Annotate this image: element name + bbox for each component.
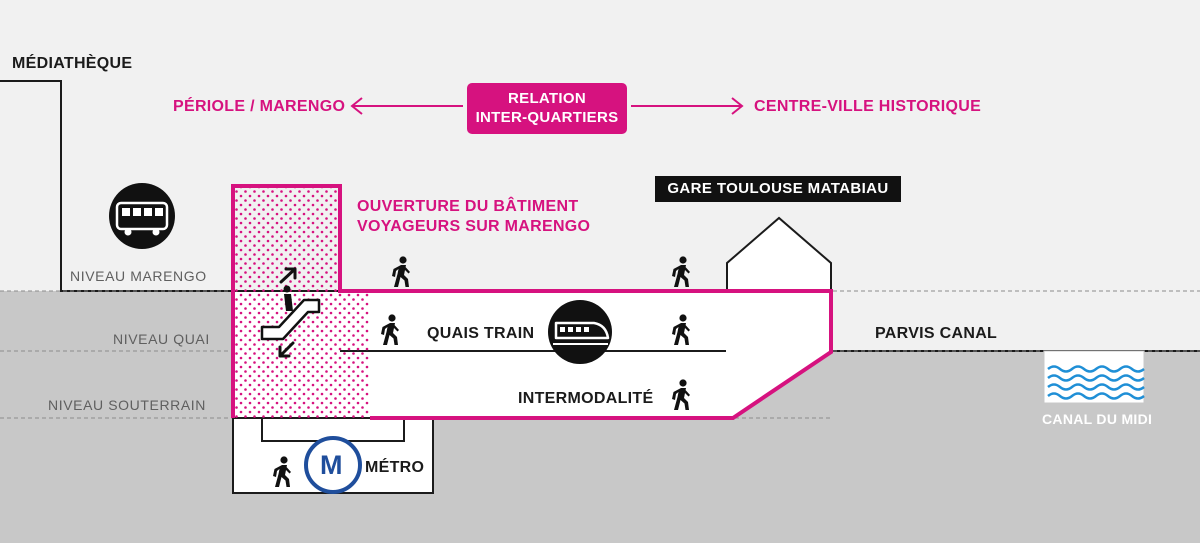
relation-line-2: INTER-QUARTIERS — [475, 109, 619, 126]
arrow-right-icon — [631, 97, 744, 115]
niveau-marengo-label: NIVEAU MARENGO — [70, 268, 207, 284]
canal-du-midi-label: CANAL DU MIDI — [1042, 411, 1153, 427]
ouverture-line-2: VOYAGEURS SUR MARENGO — [357, 218, 591, 235]
canal-side-sky — [831, 260, 1200, 351]
mediatheque-label: MÉDIATHÈQUE — [12, 55, 133, 72]
metro-logo-letter: M — [320, 450, 343, 480]
opening-outline — [231, 184, 833, 420]
gare-building-outline — [726, 216, 832, 291]
metro-icon — [304, 436, 362, 494]
niveau-souterrain-label: NIVEAU SOUTERRAIN — [48, 397, 206, 413]
parvis-canal-label: PARVIS CANAL — [875, 325, 998, 342]
periole-label: PÉRIOLE / MARENGO — [173, 98, 346, 115]
walking-person-icon — [672, 256, 690, 287]
niveau-quai-label: NIVEAU QUAI — [113, 331, 210, 347]
intermodalite-label: INTERMODALITÉ — [518, 390, 654, 407]
relation-line-1: RELATION — [508, 90, 586, 107]
gare-label: GARE TOULOUSE MATABIAU — [655, 176, 901, 202]
walking-person-icon — [392, 256, 410, 287]
quais-train-label: QUAIS TRAIN — [427, 325, 535, 342]
bus-icon — [109, 183, 175, 249]
escalator-icon — [260, 267, 321, 358]
train-icon — [548, 300, 612, 364]
centre-ville-label: CENTRE-VILLE HISTORIQUE — [754, 98, 982, 115]
water-waves-icon — [1043, 350, 1145, 404]
ouverture-line-1: OUVERTURE DU BÂTIMENT — [357, 198, 579, 215]
metro-label: MÉTRO — [365, 459, 425, 476]
arrow-left-icon — [350, 97, 463, 115]
relation-badge: RELATION INTER-QUARTIERS — [467, 83, 627, 134]
